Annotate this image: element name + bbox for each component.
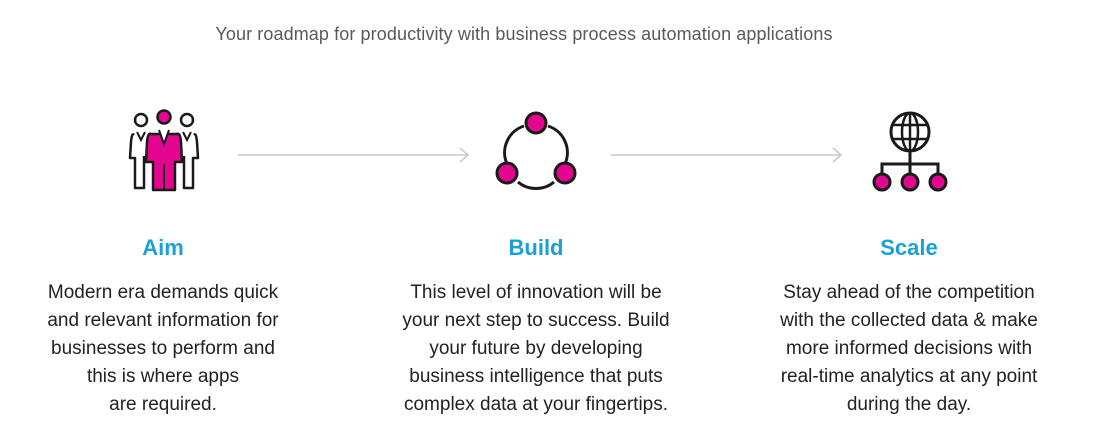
step-description-aim: Modern era demands quick and relevant in… [47,282,279,415]
step-title-aim: Aim [142,235,184,260]
arrow-right-icon [238,147,470,163]
team-icon [128,109,200,192]
step-description-scale: Stay ahead of the competition with the c… [780,282,1038,415]
globe-network-icon [872,111,948,192]
step-title-build: Build [508,235,564,260]
diagram-subtitle: Your roadmap for productivity with busin… [215,24,833,44]
step-title-scale: Scale [880,235,938,260]
arrow-right-icon [611,147,843,163]
step-description-build: This level of innovation will be your ne… [402,282,670,415]
cycle-nodes-icon [495,111,577,190]
